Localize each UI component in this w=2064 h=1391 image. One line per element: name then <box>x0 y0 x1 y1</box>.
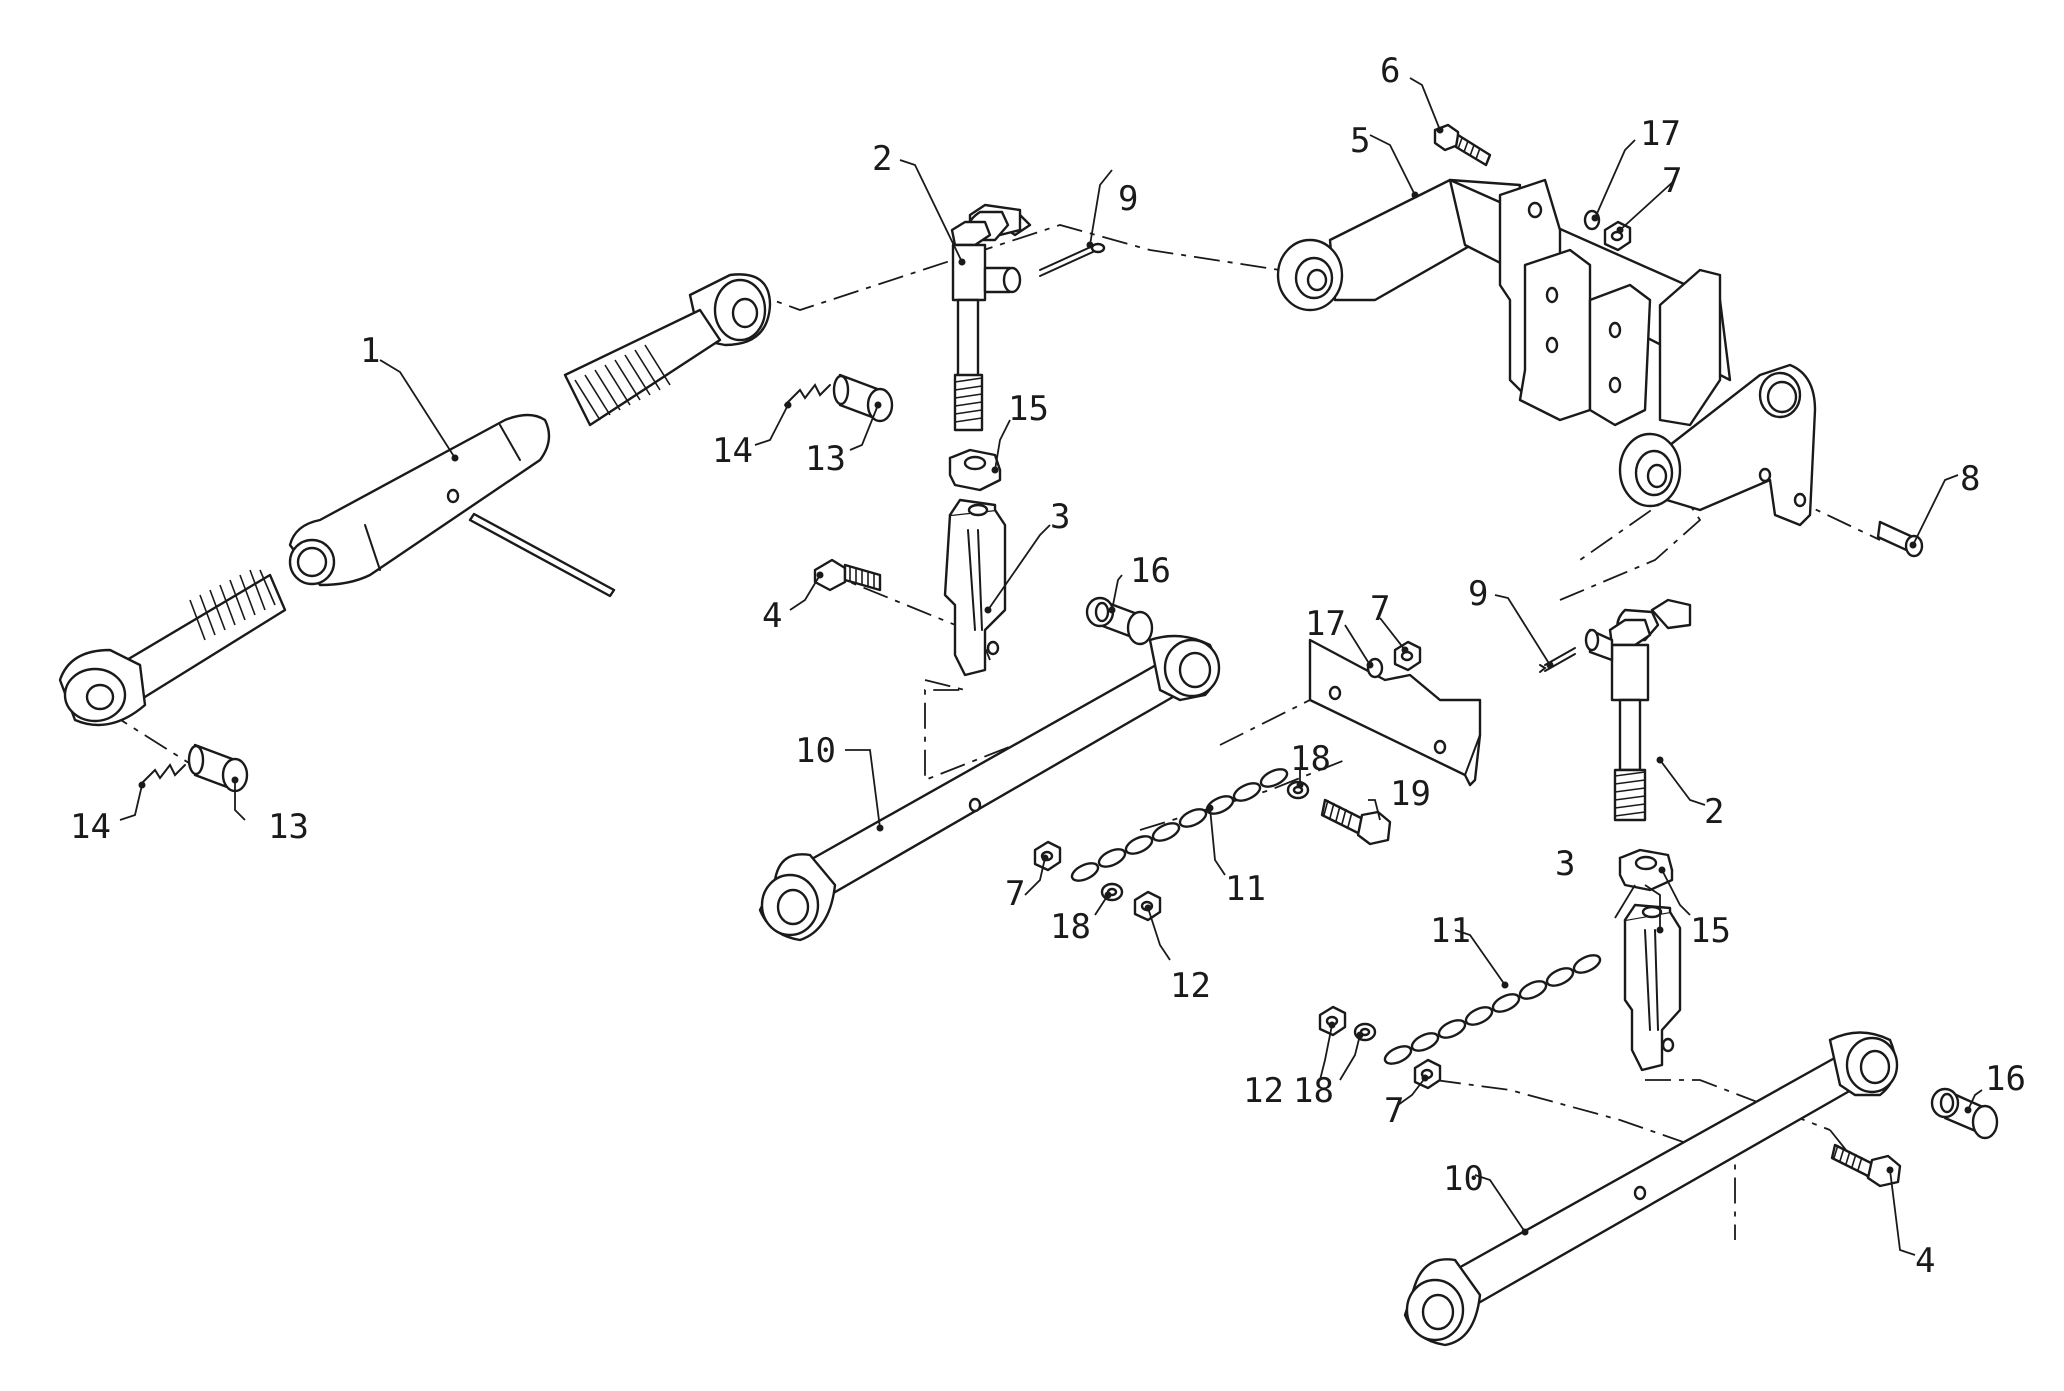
callout-12-lower: 12 <box>1243 1071 1284 1111</box>
leveling-screw-2-lower <box>1584 598 1692 822</box>
callout-18-center: 18 <box>1050 907 1091 947</box>
callout-1: 1 <box>360 331 380 371</box>
callout-14-top: 14 <box>712 431 753 471</box>
chain-bracket-plate <box>1308 638 1482 787</box>
callout-19: 19 <box>1390 774 1431 814</box>
r-clip-14-bottom <box>139 763 186 786</box>
lock-nut-7-bracket <box>1393 640 1422 672</box>
bolt-6 <box>1433 123 1492 167</box>
callout-12-center: 12 <box>1170 966 1211 1006</box>
clevis-3-upper <box>943 498 1007 677</box>
callout-7-center: 7 <box>1005 874 1025 914</box>
callout-4-upper: 4 <box>762 596 782 636</box>
callout-15-upper: 15 <box>1008 389 1049 429</box>
callout-6: 6 <box>1380 51 1400 91</box>
lower-link-10-right <box>1403 1031 1899 1347</box>
top-link-assembly <box>58 273 772 727</box>
lower-link-10-left <box>758 634 1221 942</box>
bolt-19 <box>1320 798 1392 846</box>
callout-10-right: 10 <box>1443 1159 1484 1199</box>
clevis-pin-16-upper <box>1085 596 1154 646</box>
check-chain-11-center <box>1070 768 1289 882</box>
callout-14-bottom: 14 <box>70 807 111 847</box>
clevis-pin-13-bottom <box>187 743 249 793</box>
callout-5: 5 <box>1350 121 1370 161</box>
bolt-4-lower <box>1830 1143 1902 1188</box>
callout-2-upper: 2 <box>872 139 892 179</box>
callout-9-lower: 9 <box>1468 574 1488 614</box>
split-pin-9-upper <box>1039 242 1106 277</box>
callout-10-left: 10 <box>795 731 836 771</box>
callout-11-lower: 11 <box>1430 911 1471 951</box>
clevis-pin-8 <box>1876 520 1924 558</box>
callout-7-lower: 7 <box>1384 1091 1404 1131</box>
callout-9-upper: 9 <box>1118 179 1138 219</box>
callout-17-top: 17 <box>1640 114 1681 154</box>
split-pin-9-lower <box>1539 647 1576 673</box>
callout-18-upper: 18 <box>1290 739 1331 779</box>
callout-16-lower: 16 <box>1985 1059 2026 1099</box>
r-clip-14-top <box>784 383 831 406</box>
callout-13-top: 13 <box>805 439 846 479</box>
cross-shaft-assembly-5 <box>1276 178 1817 527</box>
callout-16-upper: 16 <box>1130 551 1171 591</box>
clevis-3-lower <box>1623 903 1682 1072</box>
callout-2-lower: 2 <box>1704 792 1724 832</box>
callout-17-center: 17 <box>1305 604 1346 644</box>
lock-nut-12-lower <box>1318 1005 1347 1037</box>
callout-3-upper: 3 <box>1050 497 1070 537</box>
callout-13-bottom: 13 <box>268 807 309 847</box>
callout-labels: 1 2 2 3 3 4 4 5 6 7 7 7 7 8 9 9 10 10 11… <box>70 51 2026 1281</box>
callout-18-lower: 18 <box>1293 1071 1334 1111</box>
callout-15-lower: 15 <box>1690 911 1731 951</box>
bolt-4-upper <box>813 558 882 592</box>
check-chain-11-lower <box>1383 954 1602 1065</box>
callout-leaders <box>119 77 1983 1256</box>
clevis-pin-13-top <box>832 373 894 423</box>
hex-nut-15-lower <box>1618 848 1674 892</box>
callout-7-top: 7 <box>1662 161 1682 201</box>
lock-nut-7-lower <box>1413 1058 1442 1090</box>
callout-3-lower: 3 <box>1555 844 1575 884</box>
callout-4-lower: 4 <box>1915 1241 1935 1281</box>
hex-nut-15-upper <box>948 448 1002 492</box>
callout-7-bracket: 7 <box>1370 589 1390 629</box>
callout-11-center: 11 <box>1225 869 1266 909</box>
clevis-pin-16-lower <box>1930 1087 1999 1140</box>
washer-18-center <box>1100 882 1124 902</box>
callout-8: 8 <box>1960 459 1980 499</box>
lock-nut-7-top <box>1603 220 1632 252</box>
